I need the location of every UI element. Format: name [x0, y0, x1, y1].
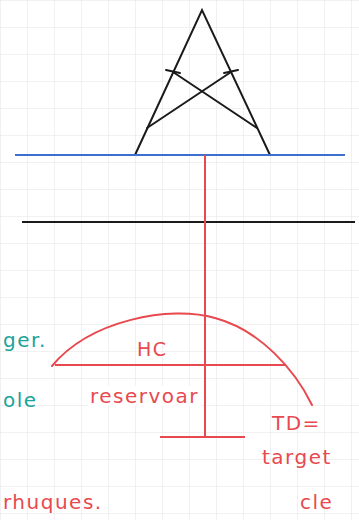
seabed-line — [22, 221, 355, 223]
rig-tick — [224, 70, 238, 73]
note-label: target — [262, 447, 332, 467]
sea-level-line — [15, 154, 345, 156]
well-path — [204, 155, 206, 436]
drilling-rig — [135, 10, 270, 155]
hydrocarbon-trap: HC reservoar — [45, 300, 320, 412]
note-label: ger. — [3, 330, 47, 350]
rig-legs — [135, 10, 270, 155]
rig-brace — [173, 72, 257, 128]
reservoir-label: reservoar — [88, 386, 201, 406]
note-label: TD= — [272, 413, 321, 433]
rig-tick — [166, 70, 180, 73]
rig-brace — [147, 72, 231, 128]
note-label: rhuques. — [3, 492, 103, 512]
fluid-contact-line — [55, 364, 285, 366]
note-label: cle — [300, 492, 333, 512]
zone-label: HC — [135, 340, 170, 359]
target-depth-bar — [160, 436, 245, 438]
anticline-arc — [52, 314, 312, 405]
note-label: ole — [3, 390, 38, 410]
